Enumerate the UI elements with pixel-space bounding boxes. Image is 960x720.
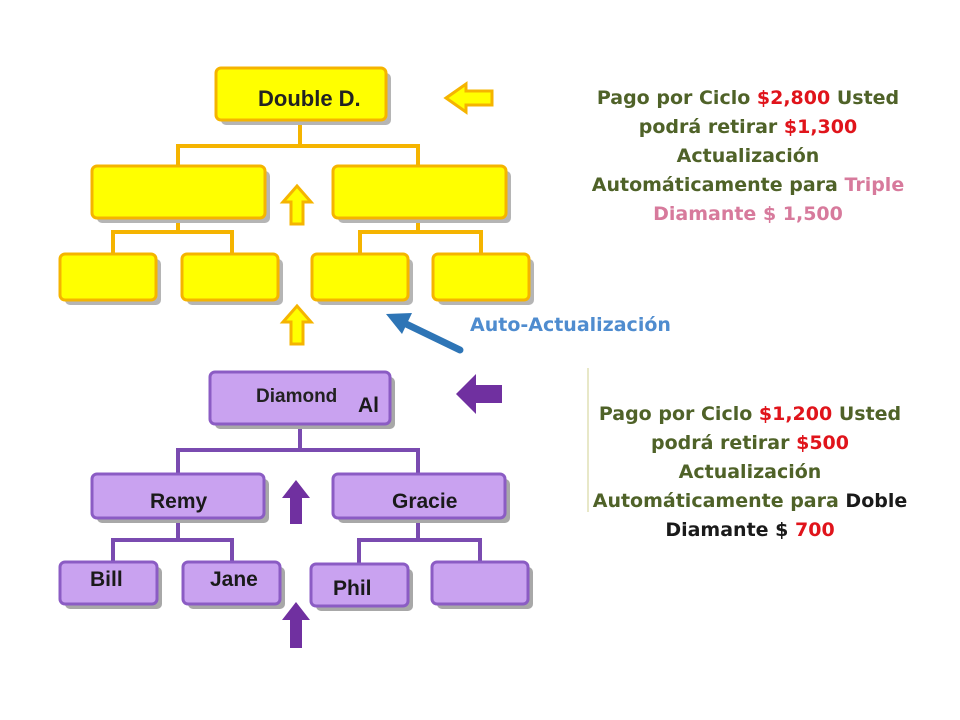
bill-box xyxy=(58,560,159,606)
info-bottom-rank: Doble Diamante xyxy=(665,490,908,541)
top-connector-level2 xyxy=(176,144,420,166)
gracie-box xyxy=(331,472,507,520)
info-bottom-value-1: $1,200 xyxy=(758,403,833,425)
right-child-name: Gracie xyxy=(392,490,458,513)
grandchild-name-2: Jane xyxy=(210,568,258,591)
purple-up-arrow-icon-upper xyxy=(282,480,310,524)
top-level2-box-left xyxy=(90,164,267,220)
top-connector-right-branch xyxy=(358,230,483,254)
blue-diagonal-arrow-icon xyxy=(386,313,412,334)
double-d-box xyxy=(214,66,388,122)
top-level3-box-1 xyxy=(58,252,158,302)
top-level3-box-4 xyxy=(431,252,531,302)
top-level3-box-2 xyxy=(180,252,280,302)
purple-left-arrow-icon xyxy=(456,374,502,414)
top-level2-box-right xyxy=(331,164,508,220)
jane-box xyxy=(181,560,282,606)
root-name-al: Al xyxy=(358,394,379,417)
info-top-value-3: $ 1,500 xyxy=(756,203,843,225)
grandchild-name-1: Bill xyxy=(90,568,123,591)
yellow-up-arrow-icon-lower xyxy=(279,303,315,346)
diamond-box xyxy=(208,370,392,426)
top-level3-box-3 xyxy=(310,252,410,302)
yellow-left-arrow-icon xyxy=(443,81,494,115)
empty-grandchild-box xyxy=(430,560,530,606)
blue-diagonal-arrow-shaft xyxy=(398,318,464,354)
info-bottom-text-2: Usted podrá retirar xyxy=(651,403,902,454)
grandchild-name-3: Phil xyxy=(333,577,372,600)
info-bottom-value-3: 700 xyxy=(795,519,835,541)
diamond-title: Diamond xyxy=(256,386,338,407)
bottom-connector-left-branch xyxy=(111,538,234,562)
info-top-text-2: Usted podrá retirar xyxy=(638,87,900,138)
info-bottom-text-3: Actualización Automáticamente para xyxy=(592,461,846,512)
double-d-title: Double D. xyxy=(258,86,361,111)
bottom-connector-level2 xyxy=(176,448,420,474)
info-block-bottom: Pago por Ciclo $1,200 Usted podrá retira… xyxy=(590,400,910,545)
info-top-rank: Triple Diamante xyxy=(653,174,905,225)
info-bottom-value-2: $500 xyxy=(796,432,849,454)
info-top-value-1: $2,800 xyxy=(756,87,831,109)
yellow-up-arrow-icon-upper xyxy=(279,183,315,226)
phil-box xyxy=(309,562,410,608)
purple-up-arrow-icon-lower xyxy=(282,602,310,648)
info-bottom-value-3-prefix: $ xyxy=(768,519,795,541)
info-top-text-3: Actualización Automáticamente para xyxy=(591,145,845,196)
info-top-value-2: $1,300 xyxy=(783,116,858,138)
bottom-connector-right-branch xyxy=(357,538,482,564)
info-bottom-text-1: Pago por Ciclo xyxy=(598,403,759,425)
auto-update-label: Auto-Actualización xyxy=(470,314,671,336)
remy-box xyxy=(90,472,266,520)
info-top-text-1: Pago por Ciclo xyxy=(596,87,757,109)
top-connector-left-branch xyxy=(111,230,234,254)
left-child-name: Remy xyxy=(150,490,208,513)
info-block-top: Pago por Ciclo $2,800 Usted podrá retira… xyxy=(580,84,916,229)
